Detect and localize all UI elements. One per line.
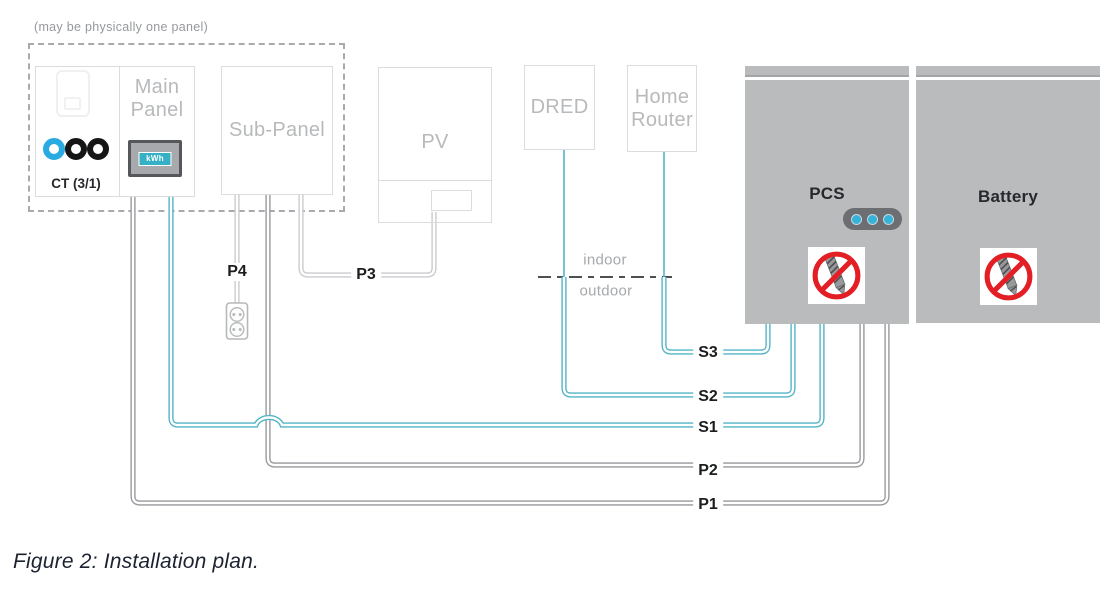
ct-clamps xyxy=(43,138,109,160)
wall-socket-icon xyxy=(225,302,249,340)
ct-ring-black-icon xyxy=(65,138,87,160)
sub-panel-box: Sub-Panel xyxy=(221,66,333,195)
meter-ghost-icon xyxy=(56,70,90,117)
pcs-led-indicator xyxy=(843,208,902,230)
pv-connection-port xyxy=(431,190,472,211)
kwh-meter-display: kWh xyxy=(138,151,172,166)
wire-label-p4: P4 xyxy=(222,263,252,281)
outdoor-label: outdoor xyxy=(579,282,633,300)
pv-label: PV xyxy=(421,131,449,153)
pcs-label: PCS xyxy=(809,184,845,203)
no-drilling-icon xyxy=(980,248,1037,305)
wire-label-s1: S1 xyxy=(693,419,723,437)
figure-caption: Figure 2: Installation plan. xyxy=(13,550,260,573)
home-router-label: Home Router xyxy=(631,85,693,131)
main-panel-box: Main Panel kWh xyxy=(119,66,195,197)
led-dot-icon xyxy=(851,213,862,225)
dred-label: DRED xyxy=(530,96,589,118)
ct-ring-black-icon xyxy=(87,138,109,160)
wire-label-s2: S2 xyxy=(693,388,723,406)
wire-label-p2: P2 xyxy=(693,462,723,480)
ct-label: CT (3/1) xyxy=(51,176,101,191)
one-panel-note: (may be physically one panel) xyxy=(34,20,209,34)
battery-label: Battery xyxy=(978,187,1038,206)
pcs-top-cap xyxy=(745,66,909,77)
pv-divider xyxy=(379,180,491,181)
ct-ring-cyan-icon xyxy=(43,138,65,160)
wire-label-s3: S3 xyxy=(693,344,723,362)
wire-p1 xyxy=(130,196,890,506)
home-router-box: Home Router xyxy=(627,65,697,152)
main-panel-label: Main Panel xyxy=(130,76,184,121)
sub-panel-label: Sub-Panel xyxy=(228,119,326,141)
wire-label-p1: P1 xyxy=(693,496,723,514)
indoor-label: indoor xyxy=(583,251,627,269)
led-dot-icon xyxy=(883,213,894,225)
led-dot-icon xyxy=(867,213,878,225)
pv-box: PV xyxy=(378,67,492,223)
wire-s1 xyxy=(168,196,825,428)
one-panel-dashed-group xyxy=(28,43,345,212)
wire-p2 xyxy=(265,194,865,468)
wire-label-p3: P3 xyxy=(351,266,381,284)
battery-top-cap xyxy=(916,66,1100,77)
ct-box: CT (3/1) xyxy=(35,66,120,197)
wire-s2 xyxy=(561,277,796,398)
no-drilling-icon xyxy=(808,247,865,304)
kwh-meter-icon: kWh xyxy=(128,140,182,177)
dred-box: DRED xyxy=(524,65,595,150)
